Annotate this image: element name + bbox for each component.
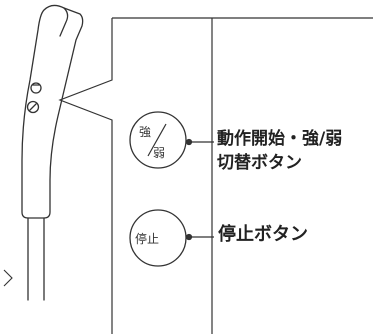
- strong-label: 強: [139, 125, 152, 139]
- strength-button: [129, 111, 187, 169]
- switch-label: 切替ボタン: [217, 153, 302, 173]
- stop-button-label: 停止: [135, 232, 160, 246]
- weak-label: 弱: [153, 146, 166, 160]
- handle-button-bottom: [26, 100, 40, 114]
- strength-divider: [147, 123, 167, 157]
- handle-button-top: [30, 82, 42, 94]
- stop-button: [129, 209, 187, 267]
- callout-frame: [58, 17, 373, 334]
- power-strength-label: 動作開始・強/弱: [217, 129, 343, 149]
- arrow-icon: [3, 269, 13, 287]
- stop-label: 停止ボタン: [218, 224, 308, 245]
- device-handle: [21, 4, 84, 301]
- leader-lines: [185, 138, 214, 241]
